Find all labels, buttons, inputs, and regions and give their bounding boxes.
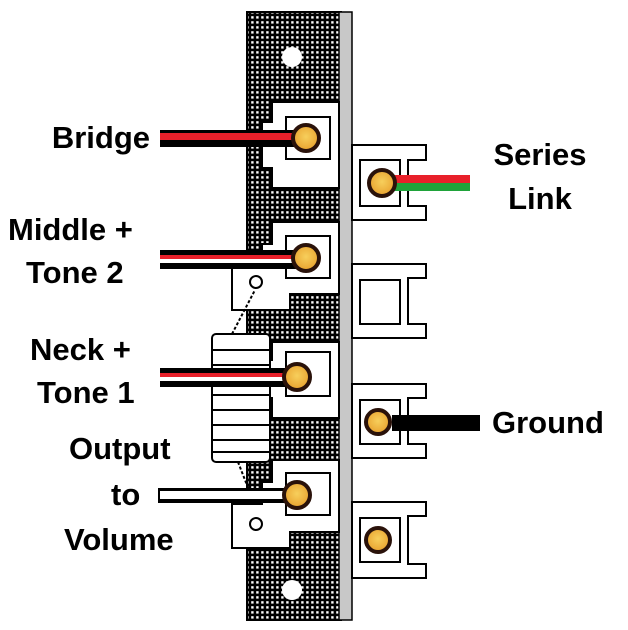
solder-joint bbox=[291, 123, 321, 153]
label-middle-line2: Tone 2 bbox=[26, 255, 124, 290]
label-output-line3: Volume bbox=[64, 522, 174, 557]
wire-output-volume bbox=[158, 488, 296, 503]
label-ground: Ground bbox=[492, 405, 604, 440]
solder-joint bbox=[282, 362, 312, 392]
mounting-hole-bottom bbox=[282, 580, 302, 600]
switch-rail bbox=[338, 11, 353, 621]
label-output-line2: to bbox=[111, 477, 141, 512]
solder-joints bbox=[282, 123, 397, 554]
label-middle-line1: Middle + bbox=[8, 212, 133, 247]
wire-middle-tone2 bbox=[160, 250, 302, 269]
label-series-line2: Link bbox=[508, 181, 572, 216]
right-lug-2 bbox=[351, 263, 427, 339]
solder-joint bbox=[291, 243, 321, 273]
solder-joint bbox=[364, 526, 392, 554]
solder-joint bbox=[367, 168, 397, 198]
label-neck-line1: Neck + bbox=[30, 332, 131, 367]
tone-capacitor bbox=[211, 275, 271, 531]
label-series-line1: Series bbox=[493, 137, 587, 172]
wire-bridge bbox=[160, 130, 300, 147]
label-bridge: Bridge bbox=[51, 120, 150, 155]
wire-series-link bbox=[394, 175, 470, 191]
label-output-line1: Output bbox=[69, 431, 171, 466]
wire-ground bbox=[392, 415, 480, 431]
mounting-hole-top bbox=[282, 47, 302, 67]
wire-neck-tone1 bbox=[160, 368, 296, 387]
solder-joint bbox=[364, 408, 392, 436]
label-neck-line2: Tone 1 bbox=[37, 375, 135, 410]
solder-joint bbox=[282, 480, 312, 510]
